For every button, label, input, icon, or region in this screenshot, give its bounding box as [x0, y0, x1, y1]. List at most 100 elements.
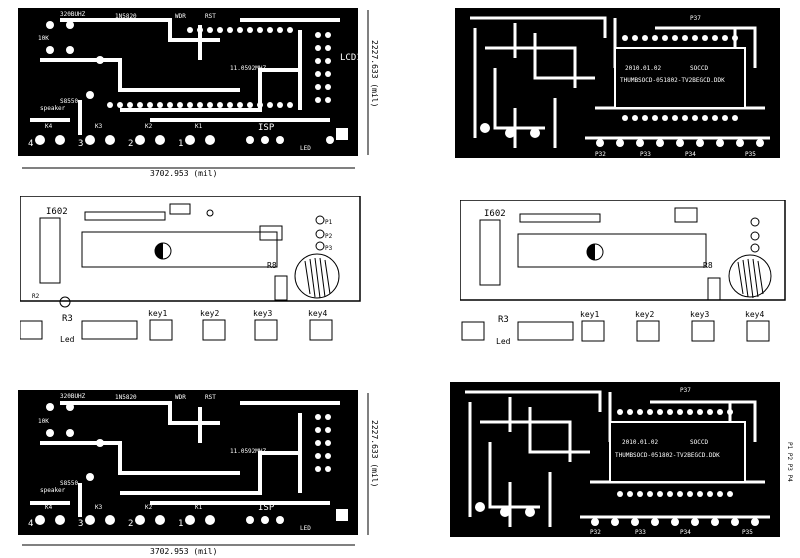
label-r8-right: R8: [703, 261, 713, 270]
label-1n5820-bottom: 1N5820: [115, 394, 137, 401]
label-10k-bottom: 10K: [38, 418, 49, 425]
label-key1: key1: [148, 309, 167, 318]
label-p33-bottom: P33: [635, 529, 646, 536]
power-pad: [336, 128, 348, 140]
label-key4: key4: [308, 309, 327, 318]
label-tv: 320BUHZ: [60, 11, 86, 18]
label-k3: K3: [95, 123, 103, 130]
label-wdr-bottom: WDR: [175, 394, 186, 401]
label-p34-bottom: P34: [680, 529, 691, 536]
pcb-bottom-layer-bottom: 320BUHZ 10K S8550 speaker RST WDR 1N5820…: [18, 390, 379, 556]
ic-outline: [614, 47, 746, 109]
label-k1-bottom: K1: [195, 504, 203, 511]
label-r2: R2: [32, 293, 40, 300]
label-isp-bottom: ISP: [258, 503, 275, 513]
dim-height: 2227.633 (mil): [370, 40, 379, 107]
label-led: LED: [300, 145, 311, 152]
label-speaker: speaker: [40, 105, 66, 112]
label-r3-right: R3: [498, 315, 509, 325]
label-p3: P3: [325, 245, 333, 252]
label-k3-bottom: K3: [95, 504, 103, 511]
label-t1: SOCCD: [690, 65, 708, 72]
label-p37: P37: [690, 15, 701, 22]
label-p37-bottom: P37: [680, 387, 691, 394]
label-n2-bottom: 2: [128, 519, 133, 529]
key2[interactable]: [202, 319, 226, 341]
label-key3: key3: [253, 309, 272, 318]
label-key1-right: key1: [580, 310, 599, 319]
label-led-right: Led: [496, 337, 511, 346]
label-p34: P34: [685, 151, 696, 158]
label-n2: 2: [128, 139, 133, 149]
label-speaker-bottom: speaker: [40, 487, 66, 494]
label-p35: P35: [745, 151, 756, 158]
label-k2-bottom: K2: [145, 504, 153, 511]
label-crystal-bottom: 11.0592MHZ: [230, 448, 267, 455]
label-key4-right: key4: [745, 310, 764, 319]
label-p1: P1: [325, 219, 333, 226]
pcb-top-layer-bottom: SOCCD 2010.01.02 THUMBSOCD-051802-TV2BEG…: [450, 382, 793, 537]
dim-width: 3702.953 (mil): [150, 169, 217, 178]
label-rst: RST: [205, 13, 216, 20]
label-led: Led: [60, 335, 75, 344]
lcd-connector: [39, 217, 61, 284]
label-1602: I602: [46, 207, 68, 217]
label-1n5820: 1N5820: [115, 13, 137, 20]
key4[interactable]: [309, 319, 333, 341]
label-key3-right: key3: [690, 310, 709, 319]
label-p35-bottom: P35: [742, 529, 753, 536]
label-n4-bottom: 4: [28, 519, 33, 529]
header-strip: [84, 211, 166, 221]
label-p33: P33: [640, 151, 651, 158]
label-tv-bottom: 320BUHZ: [60, 393, 86, 400]
ic-pins-row-top: [107, 27, 293, 108]
key4-right[interactable]: [746, 320, 770, 342]
pcb-top-layer-top: SOCCD 2010.01.02 THUMBSOCD-051802-TV2BEG…: [455, 8, 780, 158]
label-k4: K4: [45, 123, 53, 130]
label-key2: key2: [200, 309, 219, 318]
key1-right[interactable]: [581, 320, 605, 342]
label-k2: K2: [145, 123, 153, 130]
label-t2: 2010.01.02: [625, 65, 662, 72]
label-t3: THUMBSOCD-051802-TV2BEGCD.DDK: [620, 77, 725, 84]
label-side: P1 P2 P3 P4: [786, 442, 793, 482]
label-s8550-bottom: S8550: [60, 480, 78, 487]
label-10k: 10K: [38, 35, 49, 42]
label-s8550: S8550: [60, 98, 78, 105]
label-n3: 3: [78, 139, 83, 149]
label-wdr: WDR: [175, 13, 186, 20]
label-n3-bottom: 3: [78, 519, 83, 529]
dim-width-bottom: 3702.953 (mil): [150, 547, 217, 556]
label-rst-bottom: RST: [205, 394, 216, 401]
label-n1: 1: [178, 139, 183, 149]
label-k1: K1: [195, 123, 203, 130]
label-n4: 4: [28, 139, 33, 149]
resistor-array: [81, 320, 138, 340]
label-p2: P2: [325, 233, 333, 240]
key2-right[interactable]: [636, 320, 660, 342]
key3[interactable]: [254, 319, 278, 341]
label-1602-right: I602: [484, 209, 506, 219]
dim-height-bottom: 2227.633 (mil): [370, 420, 379, 487]
label-t3-bottom: THUMBSOCD-051802-TV2BEGCD.DDK: [615, 452, 720, 459]
label-key2-right: key2: [635, 310, 654, 319]
label-led-bottom: LED: [300, 525, 311, 532]
label-crystal: 11.0592MHZ: [230, 65, 267, 72]
key3-right[interactable]: [691, 320, 715, 342]
ic-socket: [81, 231, 278, 268]
label-p32-bottom: P32: [590, 529, 601, 536]
label-p32: P32: [595, 151, 606, 158]
label-t1-bottom: SOCCD: [690, 439, 708, 446]
label-t2-bottom: 2010.01.02: [622, 439, 659, 446]
label-lcd: LCD1: [340, 53, 362, 63]
pcb-silkscreen-right: I602 R8 R3 Led key1 key2 key3 key4: [460, 200, 786, 346]
label-k4-bottom: K4: [45, 504, 53, 511]
label-r8: R8: [267, 261, 277, 270]
pcb-bottom-layer-top: 320BUHZ 10K S8550 speaker RST WDR 1N5820…: [18, 8, 379, 178]
label-isp: ISP: [258, 123, 275, 133]
label-r3: R3: [62, 314, 73, 324]
label-n1-bottom: 1: [178, 519, 183, 529]
key1[interactable]: [149, 319, 173, 341]
pcb-silkscreen-left: I602 R8 P1 P2 P3 R2 R3 Led key1 key2 key…: [20, 196, 361, 344]
lcd-header-pins: [315, 32, 331, 103]
